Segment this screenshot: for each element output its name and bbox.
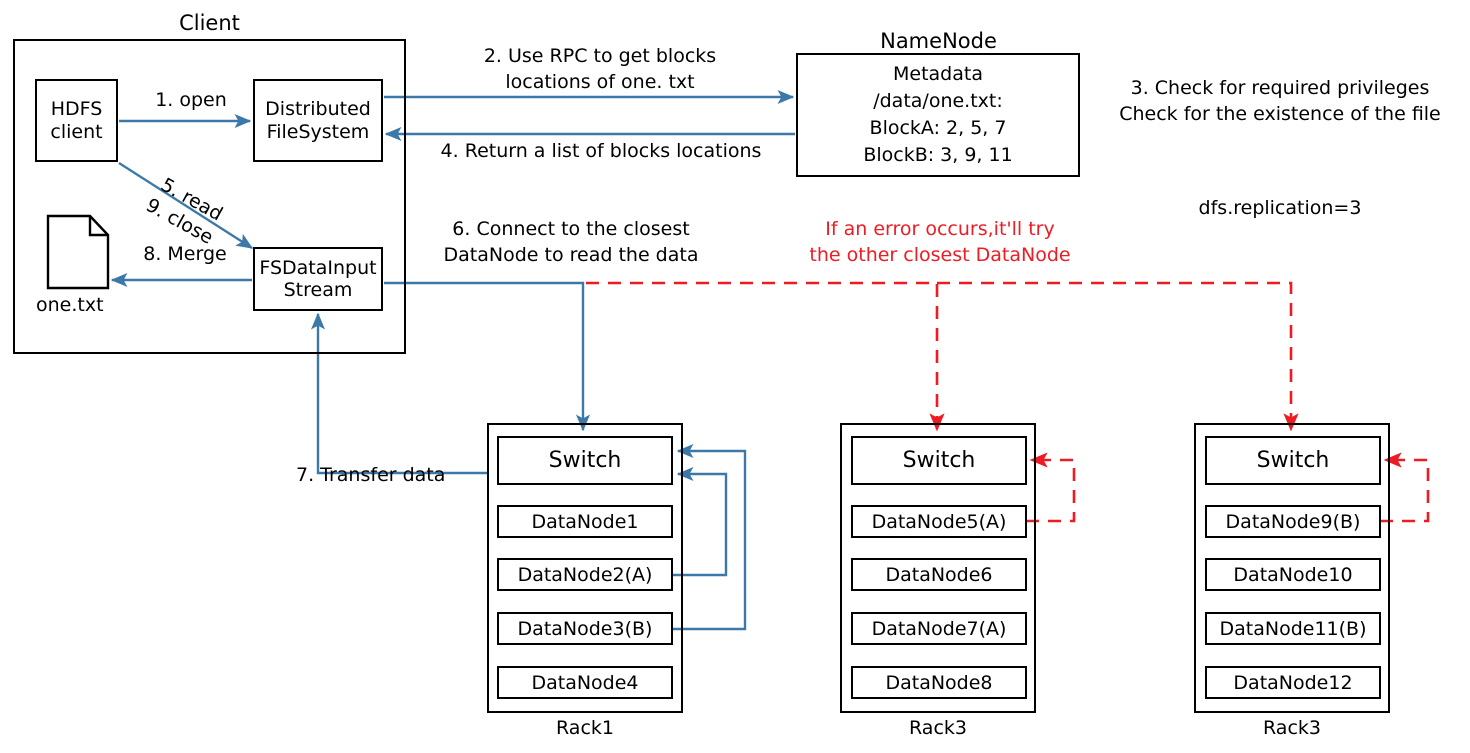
replication-note: dfs.replication=3 [1198, 197, 1362, 219]
client-container [13, 39, 406, 354]
client-title: Client [179, 10, 240, 35]
rack-3-datanode-11[interactable]: DataNode11(B) [1205, 612, 1381, 645]
rack-2-label: Rack3 [909, 717, 967, 739]
error-fallback-note: If an error occurs,it'll try the other c… [809, 218, 1071, 266]
namenode-metadata: Metadata /data/one.txt: BlockA: 2, 5, 7 … [800, 57, 1076, 173]
arrow-step6-connect-datanode [384, 281, 591, 432]
rack-3-label: Rack3 [1263, 717, 1321, 739]
step7-label: 7. Transfer data [296, 464, 446, 486]
error-arrow-to-rack2-switch [586, 281, 945, 432]
rack-3-datanode-9[interactable]: DataNode9(B) [1205, 505, 1381, 538]
rack-3-switch[interactable]: Switch [1205, 436, 1381, 485]
step3-label: 3. Check for required privileges Check f… [1119, 77, 1441, 125]
file-name-label: one.txt [36, 293, 104, 316]
rack-2-datanode-6[interactable]: DataNode6 [851, 558, 1027, 591]
rack-container-1 [487, 423, 683, 713]
error-arrow-bus-to-rack3 [937, 281, 1299, 432]
step2-label: 2. Use RPC to get blocks locations of on… [483, 45, 717, 93]
rack-1-datanode-4[interactable]: DataNode4 [497, 666, 673, 699]
rack-3-datanode-12[interactable]: DataNode12 [1205, 666, 1381, 699]
namenode-title: NameNode [880, 28, 997, 53]
hdfs-client-box[interactable]: HDFS client [35, 79, 118, 162]
arrow-datanode3-to-switch [673, 443, 747, 631]
rack-1-datanode-1[interactable]: DataNode1 [497, 505, 673, 538]
rack-2-switch[interactable]: Switch [851, 436, 1027, 485]
namenode-blockA-locations: BlockA: 2, 5, 7 [869, 117, 1007, 139]
step1-label: 1. open [155, 89, 227, 111]
step4-label: 4. Return a list of blocks locations [440, 140, 762, 162]
rack-2-datanode-7[interactable]: DataNode7(A) [851, 612, 1027, 645]
rack-1-switch[interactable]: Switch [497, 436, 673, 485]
rack-container-2 [840, 423, 1036, 713]
rack-1-datanode-2[interactable]: DataNode2(A) [497, 558, 673, 591]
rack-3-datanode-10[interactable]: DataNode10 [1205, 558, 1381, 591]
rack-2-datanode-8[interactable]: DataNode8 [851, 666, 1027, 699]
step6-label: 6. Connect to the closest DataNode to re… [443, 218, 699, 266]
namenode-box[interactable] [796, 53, 1080, 177]
rack-1-datanode-3[interactable]: DataNode3(B) [497, 612, 673, 645]
namenode-metadata-heading: Metadata [893, 63, 983, 86]
namenode-file-path: /data/one.txt: [873, 90, 1003, 113]
namenode-blockB-locations: BlockB: 3, 9, 11 [863, 143, 1013, 166]
rack-1-label: Rack1 [556, 717, 614, 739]
distributed-filesystem-box[interactable]: Distributed FileSystem [253, 79, 383, 162]
fsdatainputstream-box[interactable]: FSDataInput Stream [253, 247, 383, 311]
rack-2-datanode-5[interactable]: DataNode5(A) [851, 505, 1027, 538]
rack-container-3 [1194, 423, 1390, 713]
step8-label: 8. Merge [143, 243, 227, 265]
